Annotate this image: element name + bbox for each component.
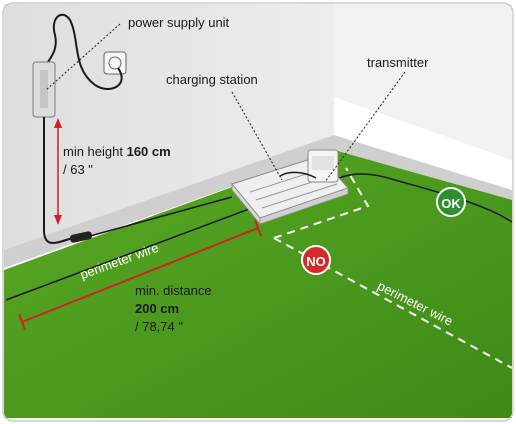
cable-connector <box>69 231 93 243</box>
transmitter-label: transmitter <box>367 55 429 70</box>
min-distance-label: min. distance <box>135 283 212 298</box>
charging-station-label: charging station <box>166 72 258 87</box>
lawn <box>4 150 512 418</box>
dashed-boundary <box>273 167 370 239</box>
leader-lines <box>45 23 406 183</box>
perimeter-wire-right <box>334 173 513 223</box>
height-measure <box>54 118 62 225</box>
charging-station <box>231 149 349 226</box>
perimeter-wire-wall <box>89 196 233 237</box>
min-height-label: min height 160 cm <box>63 144 171 160</box>
no-badge: NO <box>301 245 331 275</box>
min-height-prefix: min height <box>63 144 127 159</box>
low-voltage-cable <box>43 117 81 244</box>
power-supply-unit <box>32 61 56 118</box>
min-height-alt: / 63 " <box>63 162 93 177</box>
power-cable <box>47 13 123 90</box>
back-wall <box>4 4 334 250</box>
side-wall <box>334 4 512 160</box>
min-distance-alt: / 78,74 " <box>135 319 183 334</box>
wall-socket <box>103 51 127 75</box>
wall-base-strip <box>4 135 512 268</box>
min-height-value: 160 cm <box>126 144 171 159</box>
power-supply-label: power supply unit <box>128 15 230 30</box>
min-distance-value: 200 cm <box>135 301 180 316</box>
distance-measure <box>18 219 262 331</box>
ok-badge: OK <box>436 187 466 217</box>
